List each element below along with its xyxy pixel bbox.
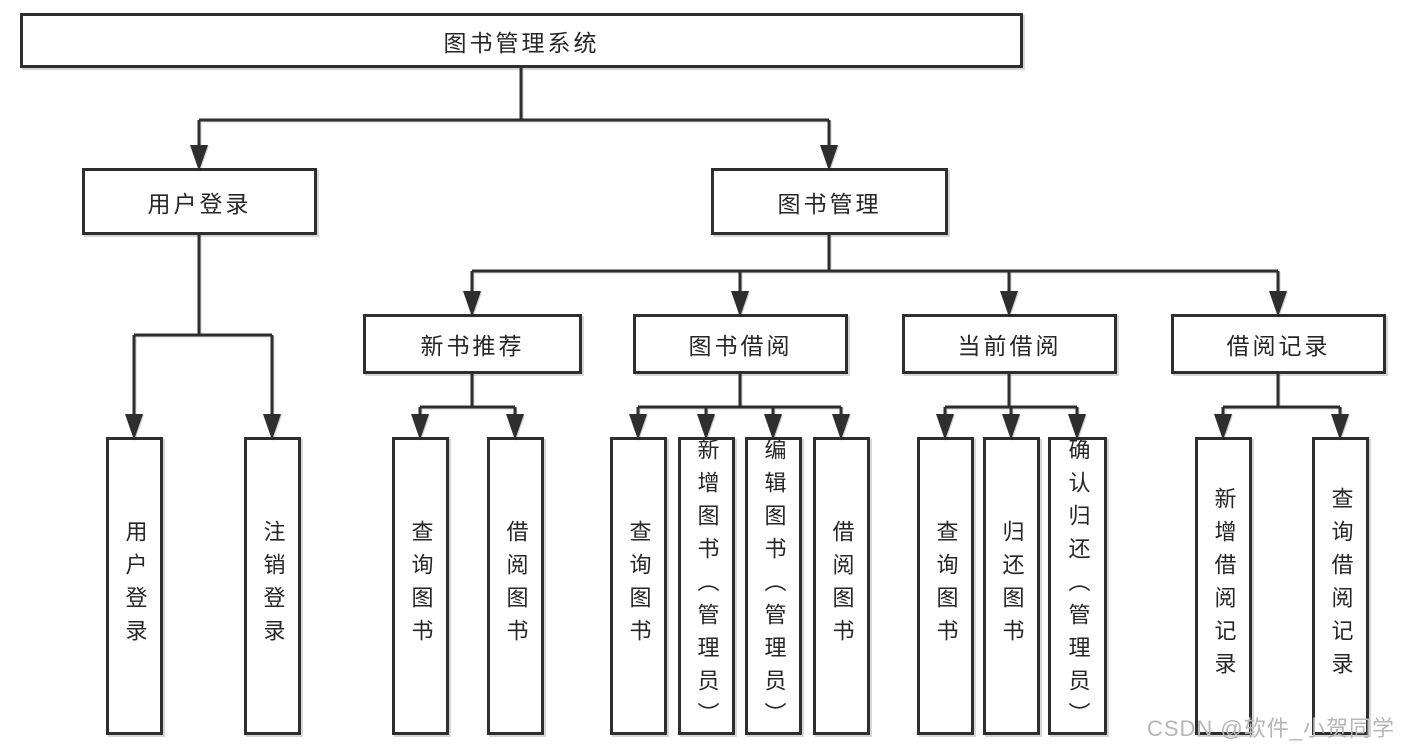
- connector-line: [636, 374, 843, 417]
- connector-line: [1221, 374, 1342, 417]
- connector-branch: [125, 235, 281, 440]
- connector-branch: [463, 235, 1287, 317]
- leaf-query-borrow-record: 查询借阅记录: [1312, 437, 1369, 735]
- leaf-confirm-return-admin: 确认归还（管理员）: [1048, 437, 1107, 735]
- connector-branch: [936, 374, 1086, 440]
- node-library-management-system: 图书管理系统: [20, 13, 1023, 68]
- node-book-borrowing: 图书借阅: [633, 314, 848, 374]
- leaf-add-borrow-record: 新增借阅记录: [1195, 437, 1252, 735]
- connector-line: [132, 235, 274, 417]
- connector-branch: [411, 374, 524, 440]
- leaf-query-books-current: 查询图书: [917, 437, 974, 735]
- leaf-user-login: 用户登录: [106, 437, 163, 735]
- node-new-book-recommend: 新书推荐: [363, 314, 582, 374]
- connector-branch: [190, 68, 838, 171]
- node-current-borrowing: 当前借阅: [902, 314, 1117, 374]
- leaf-query-books-recommend: 查询图书: [392, 437, 449, 735]
- node-user-login: 用户登录: [82, 168, 317, 235]
- connector-line: [943, 374, 1079, 417]
- leaf-borrow-books-recommend: 借阅图书: [487, 437, 544, 735]
- leaf-add-book-admin: 新增图书（管理员）: [678, 437, 735, 735]
- connector-line: [418, 374, 517, 417]
- csdn-watermark: CSDN @软件_小贺同学: [1146, 716, 1395, 741]
- leaf-logout: 注销登录: [244, 437, 301, 735]
- node-book-management: 图书管理: [711, 168, 948, 235]
- leaf-edit-book-admin: 编辑图书（管理员）: [745, 437, 802, 735]
- connector-branch: [1214, 374, 1349, 440]
- leaf-query-books-borrowing: 查询图书: [610, 437, 667, 735]
- leaf-borrow-books-borrowing: 借阅图书: [813, 437, 870, 735]
- node-borrowing-records: 借阅记录: [1171, 314, 1386, 374]
- leaf-return-book: 归还图书: [983, 437, 1040, 735]
- connector-branch: [629, 374, 850, 440]
- connector-line: [470, 235, 1280, 294]
- connector-line: [197, 68, 831, 148]
